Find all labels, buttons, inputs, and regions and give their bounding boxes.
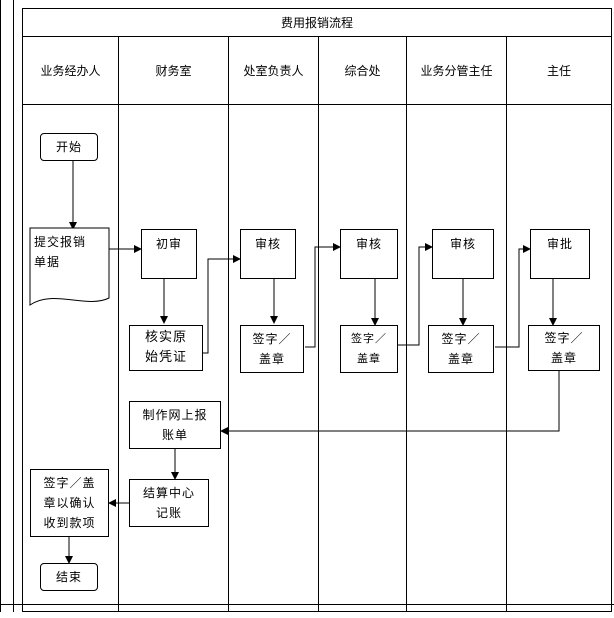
- sign4-label: 签字／ 盖章: [544, 331, 584, 365]
- confirm-receipt-node: 签字／盖 章以确认 收到款项: [30, 469, 109, 537]
- verify-label: 核实原 始凭证: [144, 330, 187, 365]
- end-node: 结束: [40, 563, 98, 591]
- confirm-label: 签字／盖 章以确认 收到款项: [43, 476, 96, 530]
- lane-deputy-director: [407, 105, 507, 611]
- review-node-general-office: 审核: [340, 229, 398, 279]
- flowchart: 费用报销流程 业务经办人 财务室 处室负责人 综合处 业务分管主任 主任: [22, 8, 612, 612]
- page-margin-line-bottom: [0, 604, 614, 605]
- review-node-department-head: 审核: [240, 229, 296, 279]
- make-form-label: 制作网上报 账单: [142, 408, 208, 442]
- lane-department-head: [229, 105, 319, 611]
- lane-finance: [119, 105, 229, 611]
- review2-label: 审核: [355, 237, 382, 251]
- submit-document-node: 提交报销 单据: [30, 228, 109, 298]
- sign2-label: 签字／ 盖章: [351, 332, 387, 365]
- lane-header-deputy-director: 业务分管主任: [407, 37, 507, 105]
- end-label: 结束: [55, 570, 82, 584]
- verify-vouchers-node: 核实原 始凭证: [129, 325, 203, 371]
- lane-header-general-office: 综合处: [319, 37, 407, 105]
- review-node-deputy-director: 审核: [432, 229, 494, 279]
- lane-handler: [23, 105, 119, 611]
- approve-node-director: 审批: [530, 229, 590, 279]
- sign-node-general-office: 签字／ 盖章: [340, 325, 398, 373]
- lane-header-handler: 业务经办人: [23, 37, 119, 105]
- first-review-node: 初审: [141, 229, 197, 279]
- first-review-label: 初审: [155, 237, 182, 251]
- lane-header-finance: 财务室: [119, 37, 229, 105]
- lane-header-department-head: 处室负责人: [229, 37, 319, 105]
- lane-header-director: 主任: [507, 37, 611, 105]
- page-margin-line-left: [0, 0, 1, 612]
- review3-label: 审核: [449, 237, 476, 251]
- sign-node-director: 签字／ 盖章: [528, 325, 600, 371]
- sign3-label: 签字／ 盖章: [441, 332, 481, 366]
- sign-node-deputy-director: 签字／ 盖章: [428, 325, 494, 373]
- page-margin-line-inner: [13, 0, 14, 612]
- submit-label: 提交报销 单据: [34, 235, 87, 269]
- start-label: 开始: [55, 140, 82, 154]
- approve-label: 审批: [546, 237, 573, 251]
- sign-node-department-head: 签字／ 盖章: [240, 325, 304, 373]
- make-online-form-node: 制作网上报 账单: [129, 401, 221, 449]
- sign1-label: 签字／ 盖章: [252, 332, 292, 366]
- lane-general-office: [319, 105, 407, 611]
- review1-label: 审核: [254, 237, 281, 251]
- settlement-center-node: 结算中心 记账: [129, 479, 209, 527]
- start-node: 开始: [40, 133, 98, 161]
- flowchart-title: 费用报销流程: [23, 9, 611, 37]
- settle-label: 结算中心 记账: [142, 486, 195, 520]
